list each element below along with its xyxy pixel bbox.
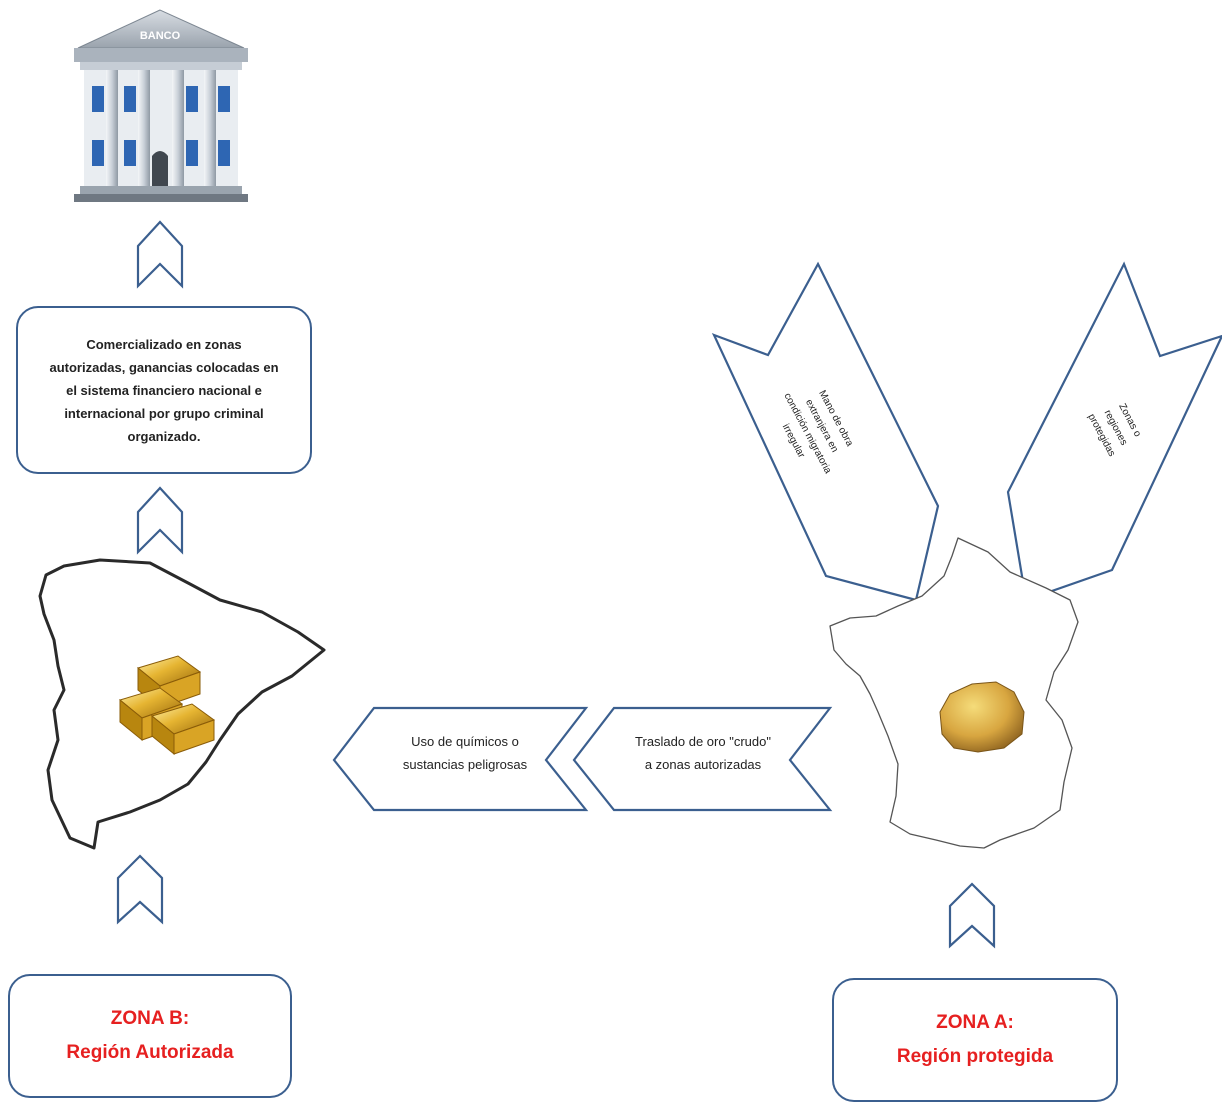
bank-icon xyxy=(74,9,248,202)
input-arrow-regions xyxy=(1006,261,1222,602)
chemicals-label: Uso de químicos o sustancias peligrosas xyxy=(402,734,528,772)
bank-sign: BANCO xyxy=(140,30,181,42)
gold-nugget-icon xyxy=(939,681,1025,753)
zone-b-subtitle: Región Autorizada xyxy=(66,1042,234,1063)
zone-a-subtitle: Región protegida xyxy=(896,1046,1054,1067)
chevron-up-icon xyxy=(136,220,184,289)
gold-bars-icon xyxy=(118,655,216,756)
transport-label: Traslado de oro "crudo" a zonas autoriza… xyxy=(635,734,771,772)
flow-arrow-transport xyxy=(572,706,833,812)
zone-a-box: ZONA A: Región protegida xyxy=(832,978,1118,1102)
chevron-up-icon xyxy=(948,882,996,949)
financial-system-box: Comercializado en zonas autorizadas, gan… xyxy=(16,306,312,474)
chevron-up-icon xyxy=(136,486,184,555)
zone-b-box: ZONA B: Región Autorizada xyxy=(8,974,292,1098)
zone-b-title: ZONA B: xyxy=(110,1008,190,1029)
zone-a-title: ZONA A: xyxy=(936,1012,1014,1033)
chevron-up-icon xyxy=(116,854,164,925)
flow-arrow-chemicals xyxy=(332,706,589,812)
financial-system-text: Comercializado en zonas autorizadas, gan… xyxy=(49,336,279,444)
input-arrow-labor xyxy=(711,261,940,602)
